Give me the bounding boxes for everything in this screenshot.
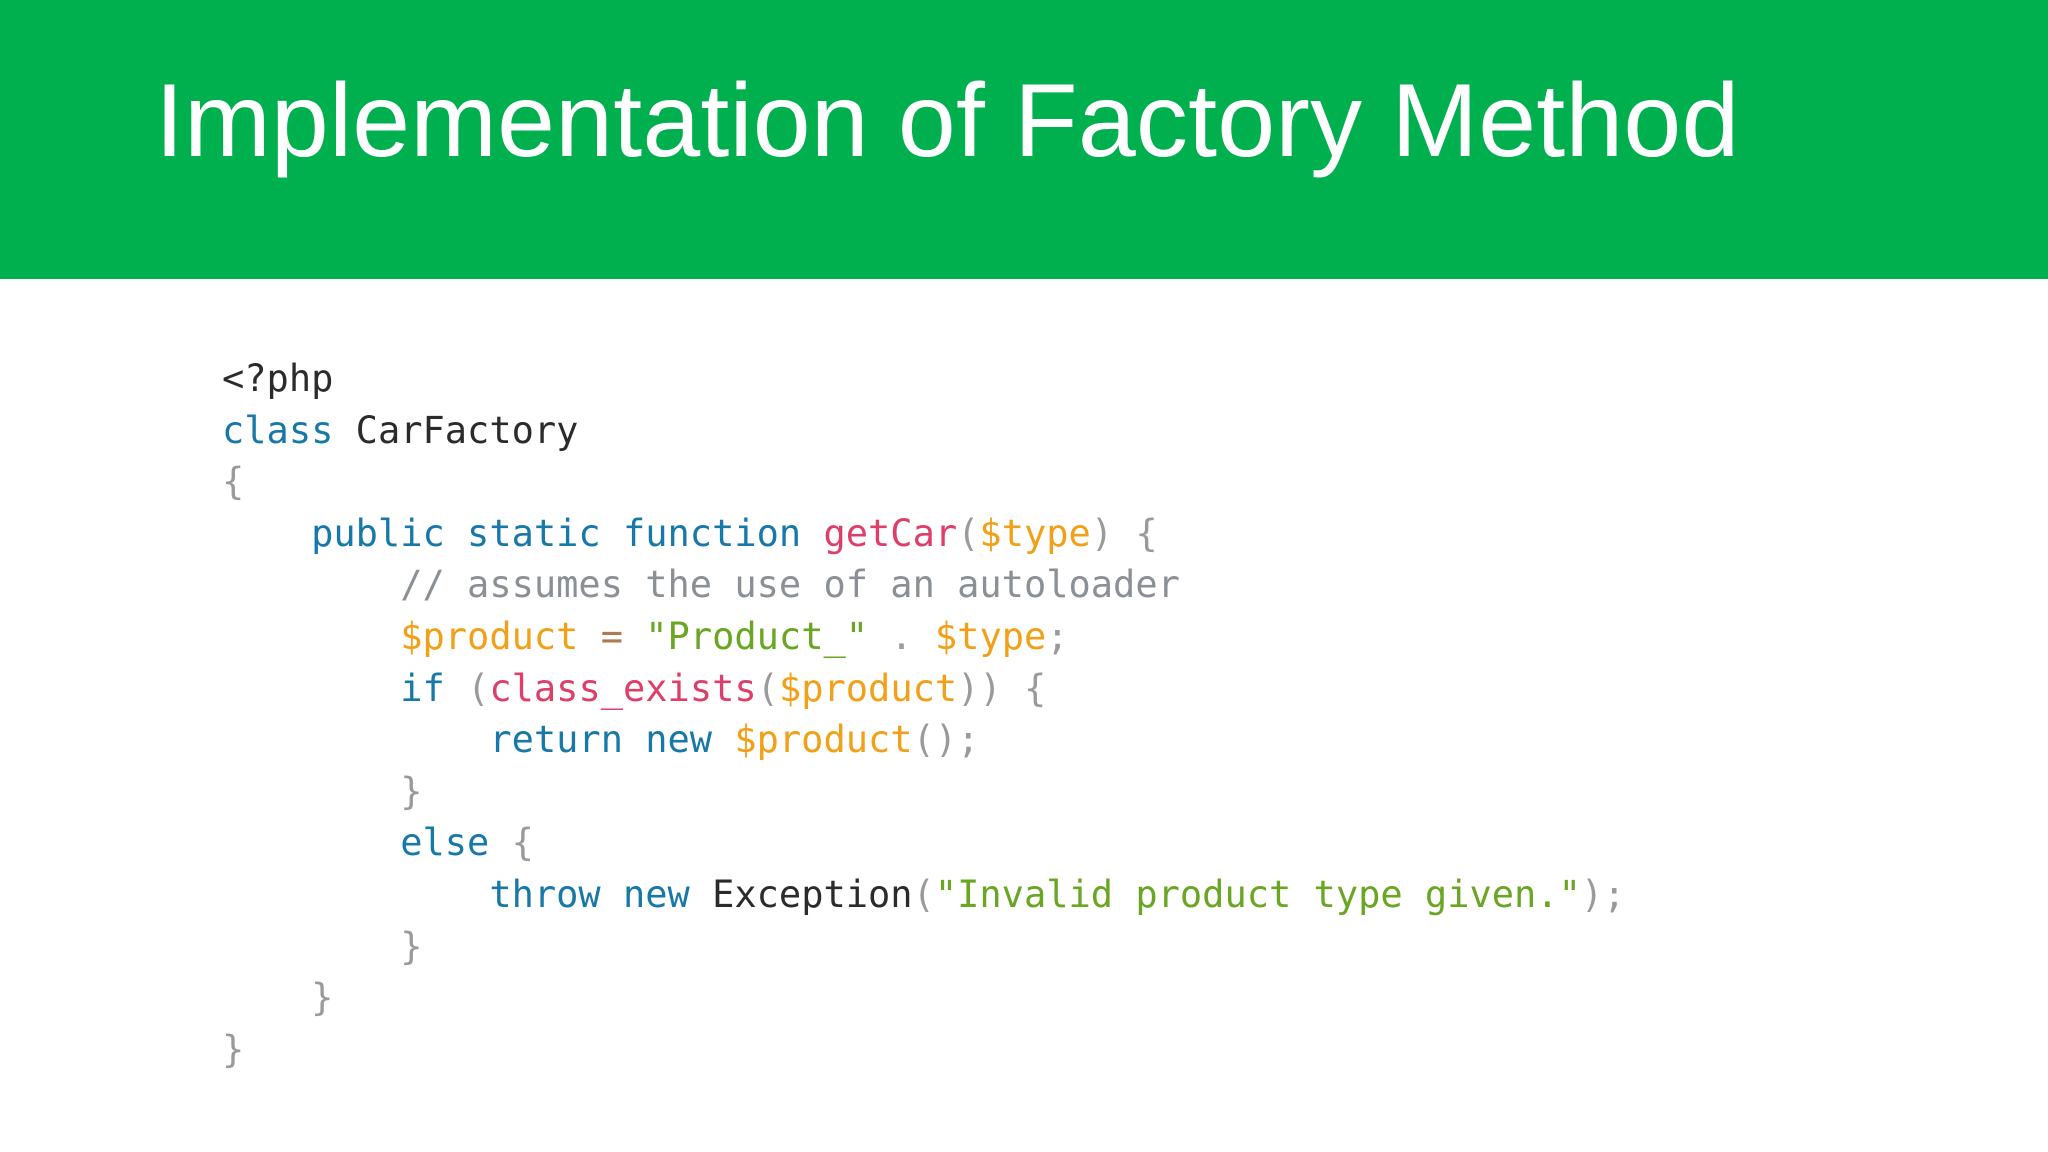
- code-token-punctuation: {: [1024, 666, 1047, 710]
- code-line: throw new Exception("Invalid product typ…: [222, 869, 1625, 921]
- code-token-keyword: new: [645, 718, 713, 762]
- code-line: return new $product();: [222, 714, 1625, 766]
- code-token-keyword: function: [622, 511, 802, 555]
- code-indent: [222, 770, 400, 813]
- code-token-punctuation: }: [400, 769, 423, 813]
- code-token-plain: [601, 873, 623, 916]
- code-token-plain: [690, 873, 712, 916]
- code-indent: [222, 976, 311, 1019]
- code-token-keyword: new: [622, 872, 690, 916]
- code-indent: [222, 925, 400, 968]
- code-token-plain: Exception: [712, 872, 913, 916]
- code-token-punctuation: (: [957, 511, 980, 555]
- code-token-keyword: throw: [489, 872, 601, 916]
- code-indent: [222, 512, 311, 555]
- page-title: Implementation of Factory Method: [155, 63, 1740, 179]
- code-token-punctuation: ();: [912, 718, 980, 762]
- code-token-function: getCar: [823, 511, 958, 555]
- code-token-punctuation: ;: [1046, 614, 1069, 658]
- code-token-keyword: class: [222, 408, 334, 452]
- code-token-plain: CarFactory: [355, 408, 579, 452]
- code-token-keyword: if: [400, 666, 445, 710]
- code-indent: [222, 718, 489, 761]
- code-token-punctuation: );: [1580, 872, 1626, 916]
- code-indent: [222, 821, 400, 864]
- code-token-punctuation: (: [756, 666, 779, 710]
- code-token-plain: [1113, 512, 1135, 555]
- code-token-plain: [578, 615, 600, 658]
- code-token-variable: $product: [400, 614, 579, 658]
- code-line: // assumes the use of an autoloader: [222, 559, 1625, 611]
- code-token-keyword: else: [400, 821, 490, 865]
- code-token-plain: [489, 821, 511, 864]
- code-line: if (class_exists($product)) {: [222, 663, 1625, 715]
- code-indent: [222, 873, 489, 916]
- code-token-plain: [445, 667, 467, 710]
- code-token-string: "Product_": [645, 614, 869, 658]
- code-token-punctuation: (: [912, 872, 935, 916]
- code-line: }: [222, 1024, 1625, 1076]
- code-line: }: [222, 972, 1625, 1024]
- code-token-string: "Invalid product type given.": [934, 872, 1581, 916]
- code-token-keyword: public: [311, 511, 445, 555]
- code-token-punctuation: }: [400, 924, 423, 968]
- code-token-function: class_exists: [489, 666, 757, 710]
- code-token-punctuation: }: [311, 976, 334, 1020]
- code-token-plain: [868, 615, 890, 658]
- code-token-keyword: return: [489, 718, 623, 762]
- code-token-variable: $type: [934, 614, 1047, 658]
- code-line: public static function getCar($type) {: [222, 508, 1625, 560]
- code-token-plain: [801, 512, 823, 555]
- code-token-punctuation: {: [511, 821, 534, 865]
- code-token-variable: $type: [979, 511, 1091, 555]
- code-line: }: [222, 766, 1625, 818]
- code-token-plain: [913, 615, 935, 658]
- code-token-variable: $product: [778, 666, 958, 710]
- code-token-plain: [601, 512, 623, 555]
- code-token-punctuation: ): [1090, 511, 1114, 555]
- code-token-keyword: static: [467, 511, 601, 555]
- code-token-variable: $product: [734, 718, 913, 762]
- code-line: $product = "Product_" . $type;: [222, 611, 1625, 663]
- code-token-comment: // assumes the use of an autoloader: [400, 563, 1180, 607]
- code-indent: [222, 667, 400, 710]
- code-token-punctuation: {: [1135, 511, 1158, 555]
- code-token-operator: =: [600, 614, 623, 658]
- code-line: }: [222, 921, 1625, 973]
- code-line: class CarFactory: [222, 405, 1625, 457]
- code-token-plain: [1002, 667, 1024, 710]
- code-line: <?php: [222, 353, 1625, 405]
- code-indent: [222, 563, 400, 606]
- code-token-plain: [712, 718, 734, 761]
- code-token-plain: [445, 512, 467, 555]
- code-line: {: [222, 456, 1625, 508]
- code-line: else {: [222, 817, 1625, 869]
- code-token-punctuation: (: [467, 666, 490, 710]
- code-token-punctuation: {: [222, 460, 245, 504]
- code-token-plain: [623, 718, 645, 761]
- code-indent: [222, 615, 400, 658]
- code-token-plain: <?php: [222, 357, 334, 400]
- code-token-punctuation: }: [222, 1027, 245, 1071]
- code-token-punctuation: )): [957, 666, 1002, 710]
- code-token-plain: [623, 615, 645, 658]
- code-token-plain: [333, 409, 355, 452]
- title-banner: Implementation of Factory Method: [0, 0, 2048, 279]
- code-token-punctuation: .: [890, 614, 913, 658]
